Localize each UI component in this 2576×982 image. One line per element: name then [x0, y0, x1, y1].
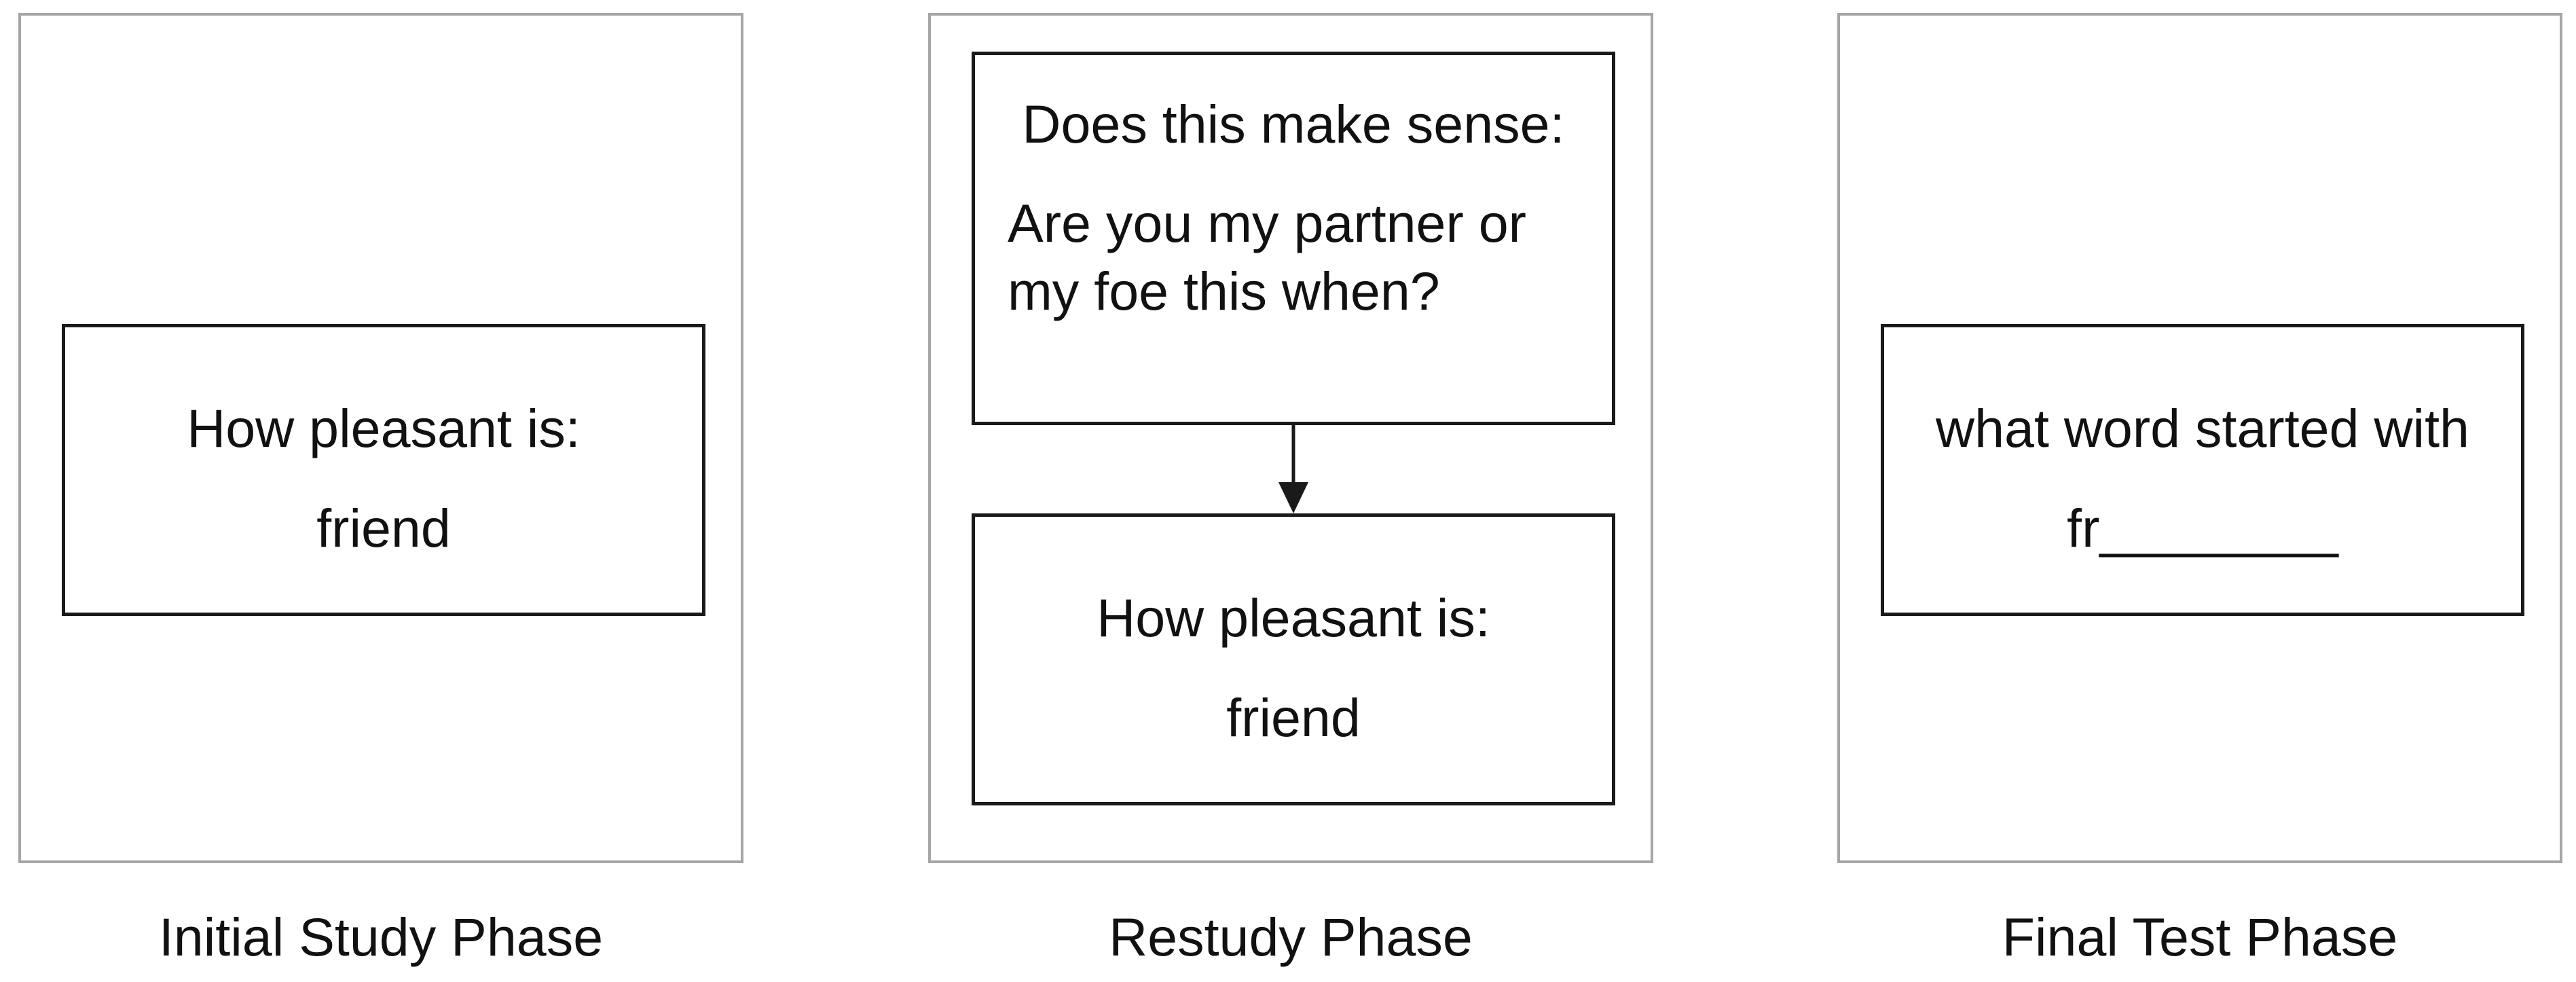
restudy-rating-word: friend	[1226, 687, 1361, 748]
initial-study-word: friend	[316, 498, 451, 558]
initial-study-prompt: How pleasant is:	[187, 398, 581, 458]
final-test-prompt: what word started with	[1936, 398, 2469, 458]
final-test-card: what word started with fr________	[1881, 324, 2524, 616]
restudy-panel: Does this make sense: Are you my partner…	[928, 13, 1653, 863]
restudy-rating-prompt: How pleasant is:	[1097, 587, 1490, 648]
initial-study-card: How pleasant is: friend	[62, 324, 705, 616]
restudy-sentence-line-1: Are you my partner or	[1008, 193, 1526, 253]
final-test-panel: what word started with fr________	[1837, 13, 2562, 863]
initial-study-caption: Initial Study Phase	[158, 907, 604, 967]
restudy-caption: Restudy Phase	[1109, 907, 1473, 967]
restudy-rating-card: How pleasant is: friend	[972, 513, 1615, 805]
restudy-arrow	[1278, 425, 1308, 513]
restudy-sentence-card: Does this make sense: Are you my partner…	[972, 52, 1615, 425]
restudy-sentence-line-2: my foe this when?	[1008, 261, 1440, 321]
final-test-cue: fr________	[2067, 498, 2338, 558]
restudy-sentence-prompt: Does this make sense:	[1022, 94, 1565, 154]
initial-study-panel: How pleasant is: friend	[18, 13, 743, 863]
final-test-caption: Final Test Phase	[2002, 907, 2398, 967]
